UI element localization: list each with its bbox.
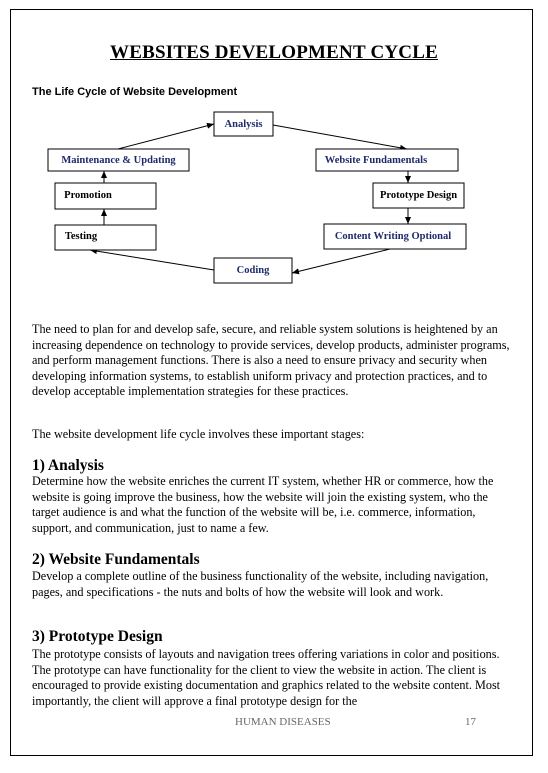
- arrow-coding-to-testing: [89, 248, 215, 271]
- node-maintenance: Maintenance & Updating: [47, 148, 190, 172]
- node-coding-label: Coding: [237, 265, 270, 276]
- page-border: [10, 9, 533, 756]
- section-text-fundamentals: Develop a complete outline of the busine…: [32, 569, 489, 599]
- node-prototype-label: Prototype Design: [380, 190, 457, 201]
- node-promotion-label: Promotion: [64, 190, 112, 201]
- arrow-analysis-to-fundamentals: [272, 124, 408, 151]
- node-content-label: Content Writing Optional: [335, 231, 451, 242]
- footer-label: HUMAN DISEASES: [235, 716, 331, 728]
- node-testing: Testing: [54, 224, 157, 251]
- node-prototype: Prototype Design: [372, 182, 465, 209]
- node-analysis-label: Analysis: [225, 119, 263, 130]
- section-heading-fundamentals: 2) Website Fundamentals: [32, 551, 200, 568]
- section-heading-analysis: 1) Analysis: [32, 457, 104, 474]
- page-title: WEBSITES DEVELOPMENT CYCLE: [110, 42, 438, 63]
- stages-intro: The website development life cycle invol…: [32, 427, 365, 441]
- node-fundamentals: Website Fundamentals: [315, 148, 459, 172]
- body-content: The need to plan for and develop safe, s…: [32, 322, 510, 708]
- section-text-prototype: The prototype consists of layouts and na…: [32, 647, 501, 708]
- node-fundamentals-label: Website Fundamentals: [325, 155, 427, 166]
- node-coding: Coding: [213, 257, 293, 284]
- arrow-maintenance-to-analysis: [117, 122, 215, 150]
- section-heading-prototype: 3) Prototype Design: [32, 628, 163, 645]
- section-text-analysis: Determine how the website enriches the c…: [32, 474, 494, 535]
- life-cycle-diagram: Analysis Maintenance & Updating Website …: [47, 111, 467, 284]
- node-analysis: Analysis: [213, 111, 274, 137]
- intro-paragraph: The need to plan for and develop safe, s…: [32, 322, 510, 399]
- node-content: Content Writing Optional: [323, 223, 467, 250]
- node-testing-label: Testing: [65, 231, 98, 242]
- node-promotion: Promotion: [54, 182, 157, 210]
- diagram-subtitle: The Life Cycle of Website Development: [32, 86, 238, 98]
- diagram-connectors: [89, 122, 411, 275]
- node-maintenance-label: Maintenance & Updating: [61, 155, 176, 166]
- page-number: 17: [465, 716, 476, 728]
- arrow-content-to-coding: [291, 248, 391, 275]
